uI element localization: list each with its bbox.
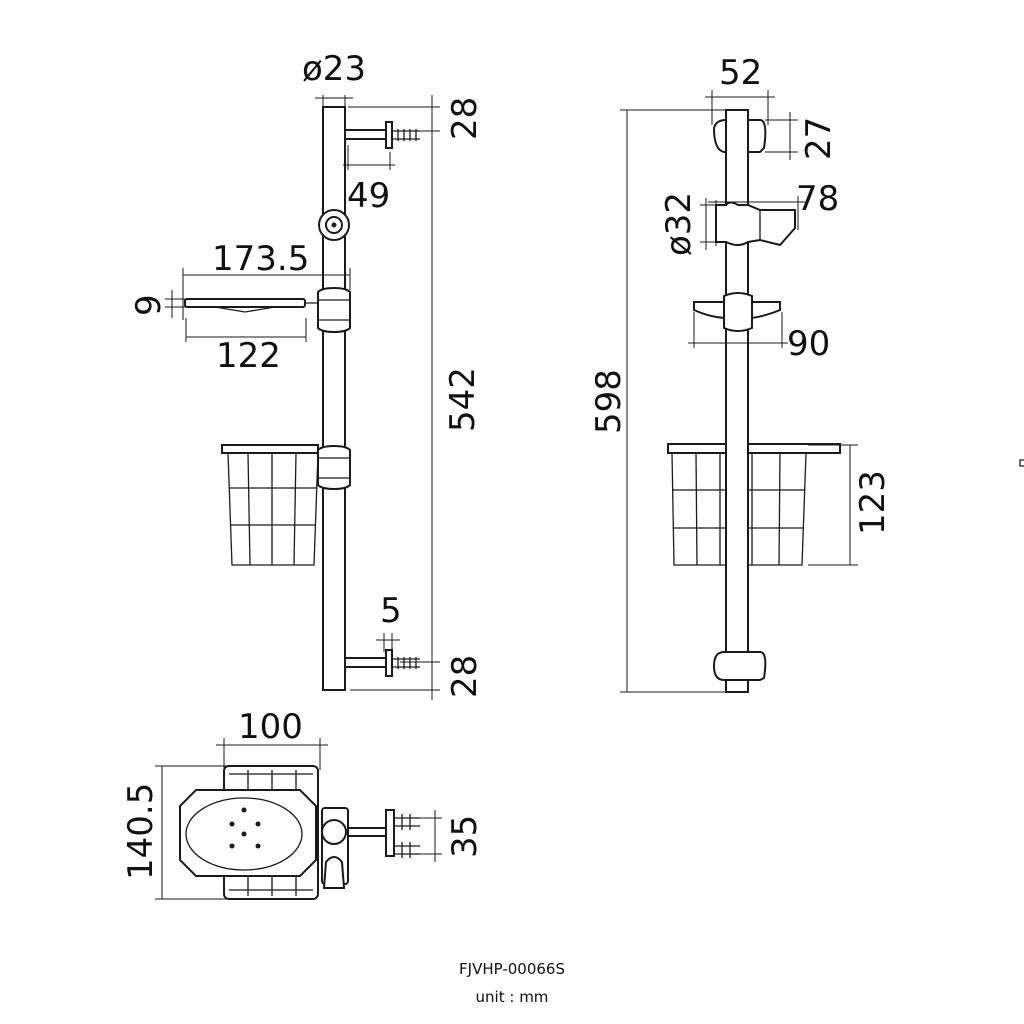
dim-soap-tray-length: 173.5 [212, 239, 309, 279]
dim-top-cap-height: 27 [799, 117, 839, 160]
adjustment-knob [318, 209, 350, 241]
wall-mount-plan [347, 809, 420, 858]
top-wall-bracket [344, 121, 420, 149]
dim-top-cap-width: 52 [719, 53, 762, 93]
slide-rail-front [725, 109, 749, 693]
slide-rail-side [322, 106, 346, 691]
dim-basket-height: 123 [853, 470, 893, 535]
slider-front [715, 201, 796, 247]
dim-soap-tray-thickness: 9 [129, 294, 169, 316]
dim-anchor-spacing: 35 [445, 815, 485, 858]
edge-mark [1019, 459, 1024, 467]
dimension-lines [155, 90, 858, 900]
basket-clamp [317, 444, 351, 491]
dim-tray-width: 90 [787, 324, 830, 364]
dim-plan-depth: 140.5 [121, 783, 161, 880]
basket-side [221, 444, 328, 566]
basket-front [667, 443, 841, 566]
dim-top-bracket-offset: 28 [445, 97, 485, 140]
dim-anchor-gap: 5 [380, 591, 402, 631]
dim-basket-width: 100 [238, 707, 303, 747]
dim-slider-width: 78 [796, 179, 839, 219]
dim-slider-diameter: ø32 [659, 192, 699, 256]
dim-rail-diameter: ø23 [302, 49, 366, 89]
unit-note: unit : mm [475, 988, 549, 1006]
front-view [667, 109, 841, 693]
dim-bracket-projection: 49 [347, 176, 390, 216]
model-code: FJVHP-00066S [459, 960, 565, 978]
tray-front [693, 292, 781, 332]
dim-total-height: 598 [589, 369, 629, 434]
bottom-cap-front [712, 651, 767, 681]
soap-tray-side [184, 298, 322, 313]
side-view [184, 106, 420, 691]
dim-bottom-bracket-offset: 28 [445, 655, 485, 698]
plan-view [179, 765, 420, 900]
bottom-wall-bracket [344, 649, 420, 677]
soap-dish-plan [179, 789, 317, 877]
clamp-plan [321, 807, 349, 889]
dim-soap-tray-depth: 122 [216, 336, 281, 376]
tray-clamp [317, 286, 351, 334]
dim-bracket-spacing: 542 [443, 367, 483, 432]
